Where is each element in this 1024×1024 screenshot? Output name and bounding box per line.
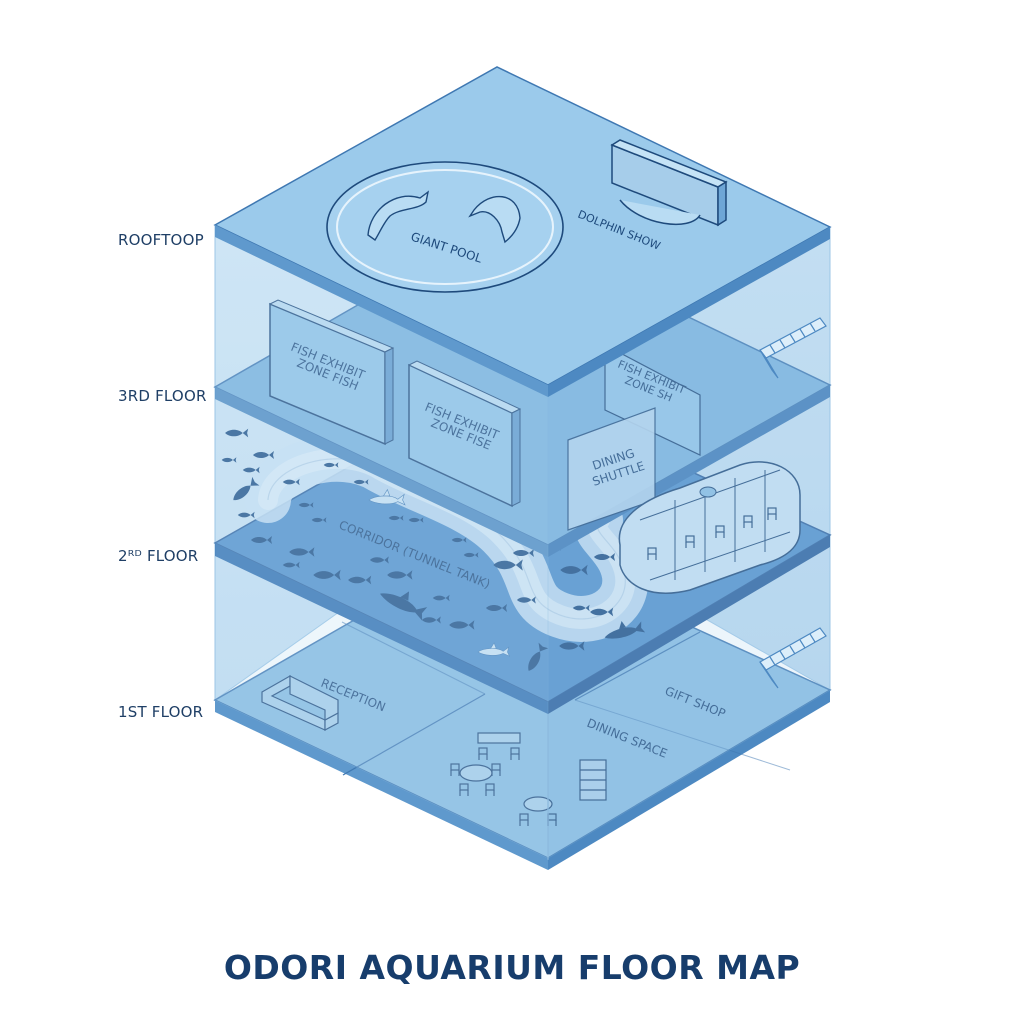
reception-desk — [261, 674, 339, 732]
staircase-upper — [759, 317, 827, 379]
floor-label-rooftop: ROOFTOOP — [118, 231, 204, 249]
giant-pool — [326, 161, 564, 293]
rooftop: GIANT POOL DOLPHIN SHOW — [213, 66, 832, 397]
dolphin-show-stage — [610, 139, 728, 227]
floor-label-second: 2ᴿᴰ FLOOR — [118, 547, 199, 565]
staircase-lower — [759, 627, 827, 689]
page-title: ODORI AQUARIUM FLOOR MAP — [223, 948, 801, 987]
dolphin-icon — [367, 190, 521, 244]
floor-label-third: 3RD FLOOR — [118, 387, 207, 405]
dining-furniture — [450, 732, 607, 827]
dining-shuttle-panel: DINING SHUTTLE — [567, 407, 656, 531]
fish-exhibit-a: FISH EXHIBIT ZONE FISH — [268, 299, 395, 446]
floor-label-first: 1ST FLOOR — [118, 703, 204, 721]
fish-exhibit-b: FISH EXHIBIT ZONE FISE — [407, 360, 522, 508]
shuttle-capsule — [618, 461, 801, 594]
